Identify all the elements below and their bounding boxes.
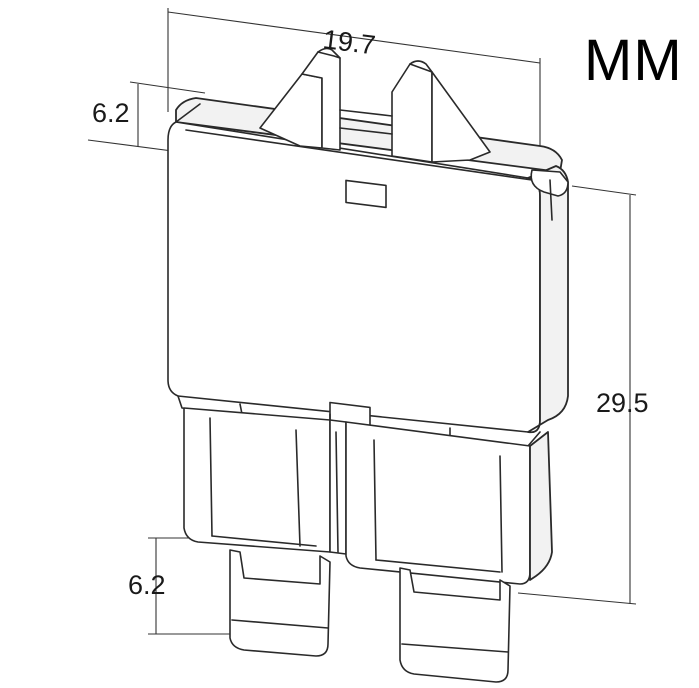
unit-label: MM [584,28,683,93]
height-label: 29.5 [596,388,649,418]
depth-label: 6.2 [92,98,130,128]
width-dimension [167,8,541,150]
terminal-right [399,567,511,683]
height-dimension [517,185,637,605]
blade-housing [183,407,553,585]
reset-tab-right [391,60,491,163]
depth-dimension [87,81,206,153]
center-slot [345,179,387,209]
width-label: 19.7 [321,24,377,60]
reset-tab-left [259,47,341,151]
terminal-length-label: 6.2 [128,570,166,600]
fuse-housing [167,97,569,447]
terminal-left [229,549,331,657]
